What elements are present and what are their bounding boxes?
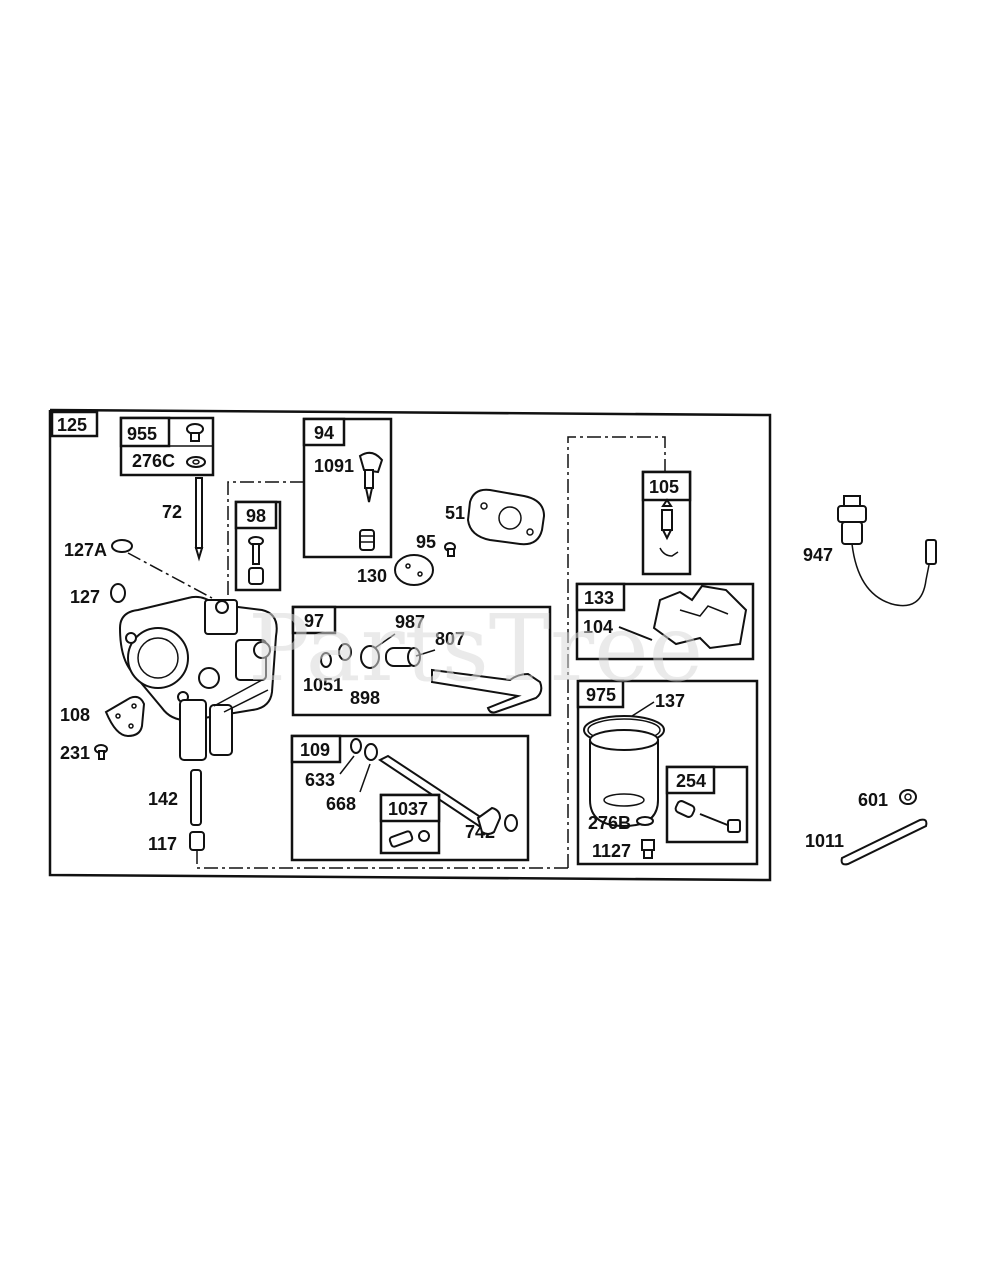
label-1127[interactable]: 1127 [592,841,631,861]
label-104[interactable]: 104 [583,617,613,637]
spring-icon [359,529,375,551]
label-51[interactable]: 51 [445,503,465,523]
label-109[interactable]: 109 [300,740,330,760]
tag-box-955 [119,416,171,448]
label-127a[interactable]: 127A [64,540,107,560]
screw-icon [186,423,204,442]
tag-box-109 [290,734,342,764]
choke-shaft-icon [431,668,543,714]
bolt-1127-icon [641,839,655,859]
spring-1037-icon [388,830,430,848]
tag-box-125 [50,410,99,438]
leader-127a [127,552,213,599]
gasket-127a-icon [111,539,133,553]
tag-box-133 [575,582,626,612]
washer-276b-icon [636,816,654,826]
label-975[interactable]: 975 [586,685,616,705]
label-95[interactable]: 95 [416,532,436,552]
leader-137 [631,701,655,717]
tag-box-94 [302,417,346,447]
label-108[interactable]: 108 [60,705,90,725]
seal-633-icon [350,738,362,754]
main-assembly-frame [48,408,772,882]
oring-127-icon [110,583,126,603]
label-633[interactable]: 633 [305,770,335,790]
label-117[interactable]: 117 [148,834,177,854]
label-127[interactable]: 127 [70,587,100,607]
bushing-987-icon [360,645,380,669]
watermark: PartsTree [248,595,703,702]
label-98[interactable]: 98 [246,506,266,526]
label-254[interactable]: 254 [676,771,706,791]
bushing-807-icon [385,647,421,667]
leader-807 [415,649,436,657]
kit-box-94 [302,417,393,559]
tag-box-254 [665,765,716,795]
connector-105 [567,436,666,868]
label-987[interactable]: 987 [395,612,425,632]
tag-box-975 [576,679,625,709]
label-105[interactable]: 105 [649,477,679,497]
throttle-shaft-icon [378,754,502,835]
bowl-screw-254-icon [674,800,741,833]
label-125[interactable]: 125 [57,415,87,435]
idle-screw-icon [248,536,264,585]
label-231[interactable]: 231 [60,743,90,763]
label-94[interactable]: 94 [314,423,334,443]
float-needle-icon [358,451,384,503]
tag-box-1037 [379,793,441,823]
leader-668 [359,763,371,793]
tube-142-icon [190,769,202,826]
tag-box-97 [291,605,337,635]
plate-108-icon [104,695,146,738]
seal-1051-icon [320,652,332,668]
connector-117 [196,850,568,869]
screw-95-icon [444,542,456,557]
washer-icon [186,456,206,468]
kit-box-975 [576,679,759,866]
label-1091[interactable]: 1091 [314,456,354,476]
label-137[interactable]: 137 [655,691,685,711]
label-1037[interactable]: 1037 [388,799,428,819]
leader-987 [374,633,396,649]
label-601[interactable]: 601 [858,790,888,810]
kit-box-133 [575,582,755,661]
label-898[interactable]: 898 [350,688,380,708]
washer-898-icon [338,643,352,661]
label-97[interactable]: 97 [304,611,324,631]
float-pin-104-icon [618,626,653,641]
label-1051[interactable]: 1051 [303,675,343,695]
label-142[interactable]: 142 [148,789,178,809]
label-130[interactable]: 130 [357,566,387,586]
inlet-needle-icon [659,498,679,557]
carburetor-body-icon [118,595,278,761]
washer-668-icon [364,743,378,761]
throttle-plate-130-icon [394,554,434,586]
label-955[interactable]: 955 [127,424,157,444]
float-133-icon [652,584,748,650]
screw-231-icon [94,744,108,760]
fuel-line-1011-icon [840,818,928,866]
gasket-51-icon [466,488,546,546]
connector-94 [227,481,304,595]
float-bowl-icon [589,729,659,828]
label-72[interactable]: 72 [162,502,182,522]
label-807[interactable]: 807 [435,629,465,649]
pin-72-icon [194,477,204,562]
label-276b[interactable]: 276B [588,813,631,833]
clamp-601-icon [899,789,917,805]
label-668[interactable]: 668 [326,794,356,814]
label-1011[interactable]: 1011 [805,831,844,851]
label-133[interactable]: 133 [584,588,614,608]
clip-742-icon [504,814,518,832]
kit-box-97 [291,605,552,717]
solenoid-947-icon [837,495,937,607]
label-947[interactable]: 947 [803,545,833,565]
jet-117-icon [189,831,205,851]
label-276c[interactable]: 276C [132,451,175,471]
kit-box-109 [290,734,530,862]
leader-633 [339,755,355,775]
tag-box-98 [234,500,278,530]
